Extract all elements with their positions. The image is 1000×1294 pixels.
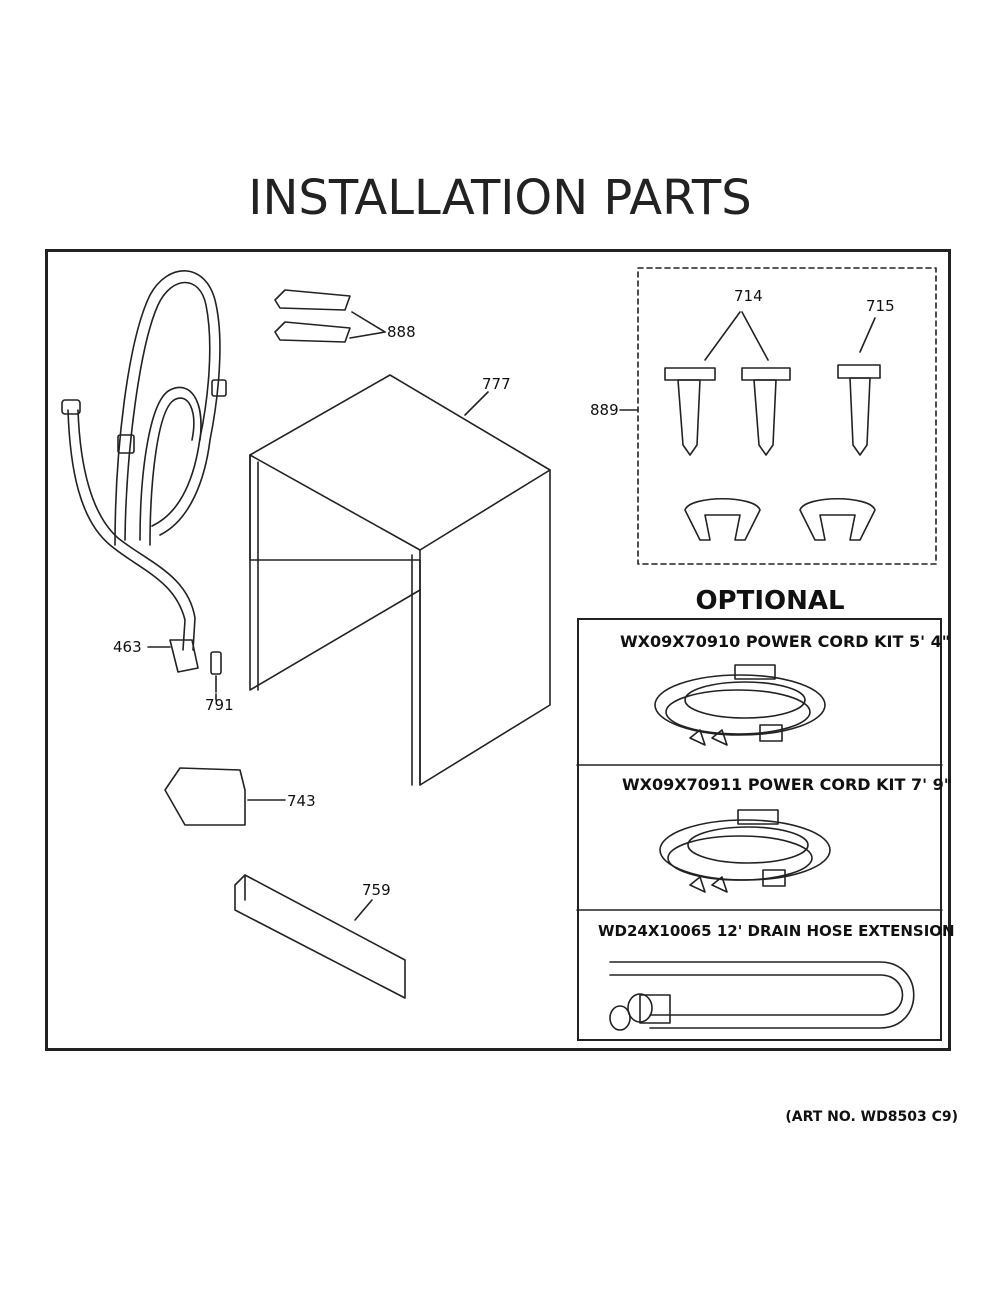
diagram-frame: [45, 249, 951, 1051]
power-cord-5ft-illustration: [654, 664, 826, 746]
optional-kit-label: WX09X70911 POWER CORD KIT 7' 9": [622, 775, 953, 794]
optional-kit-label: WX09X70910 POWER CORD KIT 5' 4": [620, 632, 951, 651]
callout-759: 759: [362, 881, 391, 899]
callout-743: 743: [287, 792, 316, 810]
mounting-brackets-illustration: [274, 289, 386, 343]
drain-hose-extension-illustration: [609, 961, 915, 1031]
fill-hose-illustration: [61, 270, 227, 673]
junction-box-bracket-illustration: [164, 767, 286, 826]
fitting-illustration: [210, 651, 222, 693]
callout-463: 463: [113, 638, 142, 656]
callout-714: 714: [734, 287, 763, 305]
optional-parts-box: [577, 618, 942, 1041]
clips-illustration: [684, 497, 876, 541]
callout-777: 777: [482, 375, 511, 393]
art-number: (ART NO. WD8503 C9): [785, 1109, 958, 1125]
power-cord-7ft-illustration: [659, 809, 831, 893]
callout-888: 888: [387, 323, 416, 341]
callout-889: 889: [590, 401, 619, 419]
optional-heading: OPTIONAL: [695, 586, 845, 616]
toe-kick-illustration: [234, 874, 406, 999]
insulation-blanket-illustration: [249, 374, 551, 786]
hardware-kit-box: [637, 267, 937, 565]
callout-715: 715: [866, 297, 895, 315]
page-title: INSTALLATION PARTS: [248, 170, 752, 226]
optional-kit-label: WD24X10065 12' DRAIN HOSE EXTENSION: [598, 922, 955, 940]
screws-illustration: [664, 311, 881, 456]
callout-791: 791: [205, 696, 234, 714]
